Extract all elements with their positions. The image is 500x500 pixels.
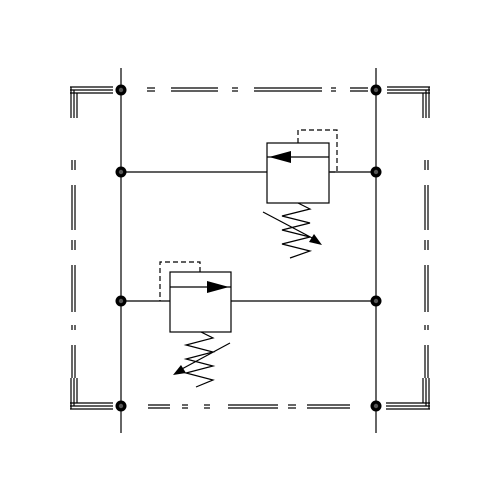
junction-node [115, 295, 127, 307]
valve-lower-adjust-line [179, 342, 231, 371]
junction-node [115, 84, 127, 96]
junction-node [115, 400, 127, 412]
enclosure-boundary [70, 86, 430, 410]
relief-valve-lower [121, 261, 376, 388]
boundary-left [70, 87, 78, 409]
junction-node [370, 166, 382, 178]
valve-upper-adjust-line [262, 211, 317, 241]
relief-valve-upper [121, 129, 376, 259]
junction-nodes [115, 84, 382, 412]
valve-upper-arrow-icon [269, 151, 291, 163]
junction-node [370, 400, 382, 412]
valve-lower-arrow-icon [207, 281, 229, 293]
valve-lower-adjust-arrow-icon [173, 365, 186, 375]
boundary-right [422, 87, 430, 409]
valve-upper-spring-icon [281, 202, 313, 259]
junction-node [115, 166, 127, 178]
valve-lower-spring-icon [183, 331, 216, 388]
boundary-top [70, 86, 430, 94]
valve-lower-pilot-line [159, 261, 201, 301]
junction-node [370, 84, 382, 96]
valve-upper-body [266, 142, 330, 204]
valve-lower-body [169, 271, 232, 333]
main-lines [120, 68, 377, 433]
valve-upper-adjust-arrow-icon [309, 234, 322, 245]
valve-upper-pilot-line [297, 129, 338, 173]
junction-node [370, 295, 382, 307]
